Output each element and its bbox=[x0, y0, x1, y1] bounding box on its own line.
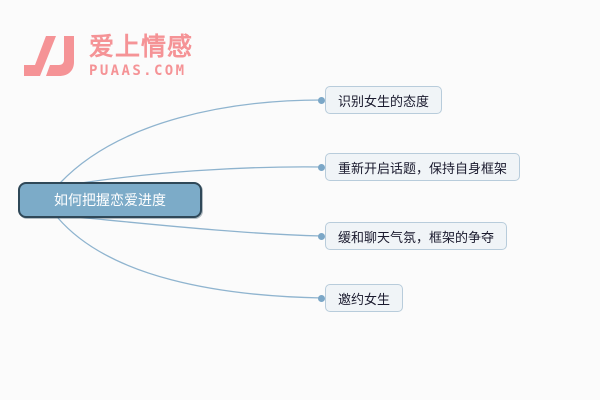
site-logo: 爱上情感 PUAAS.COM bbox=[24, 32, 193, 80]
branch-line-3 bbox=[65, 215, 323, 237]
leaf-node-1[interactable]: 识别女生的态度 bbox=[325, 86, 443, 114]
leaf-connector-dot-1 bbox=[318, 96, 325, 104]
branch-line-1 bbox=[59, 99, 323, 184]
puaas-logo-mark-icon bbox=[24, 36, 74, 76]
leaf-connector-dot-4 bbox=[318, 294, 325, 302]
leaf-node-4[interactable]: 邀约女生 bbox=[325, 284, 404, 312]
logo-domain: PUAAS.COM bbox=[89, 63, 187, 79]
root-node[interactable]: 如何把握恋爱进度 bbox=[18, 182, 202, 218]
branch-line-4 bbox=[57, 217, 323, 299]
leaf-connector-dot-2 bbox=[318, 163, 325, 171]
logo-text-group: 爱上情感 PUAAS.COM bbox=[89, 34, 193, 78]
logo-title: 爱上情感 bbox=[89, 32, 194, 61]
leaf-connector-dot-3 bbox=[318, 232, 325, 240]
leaf-node-3[interactable]: 缓和聊天气氛，框架的争夺 bbox=[325, 222, 508, 250]
leaf-node-2[interactable]: 重新开启话题，保持自身框架 bbox=[325, 153, 521, 181]
